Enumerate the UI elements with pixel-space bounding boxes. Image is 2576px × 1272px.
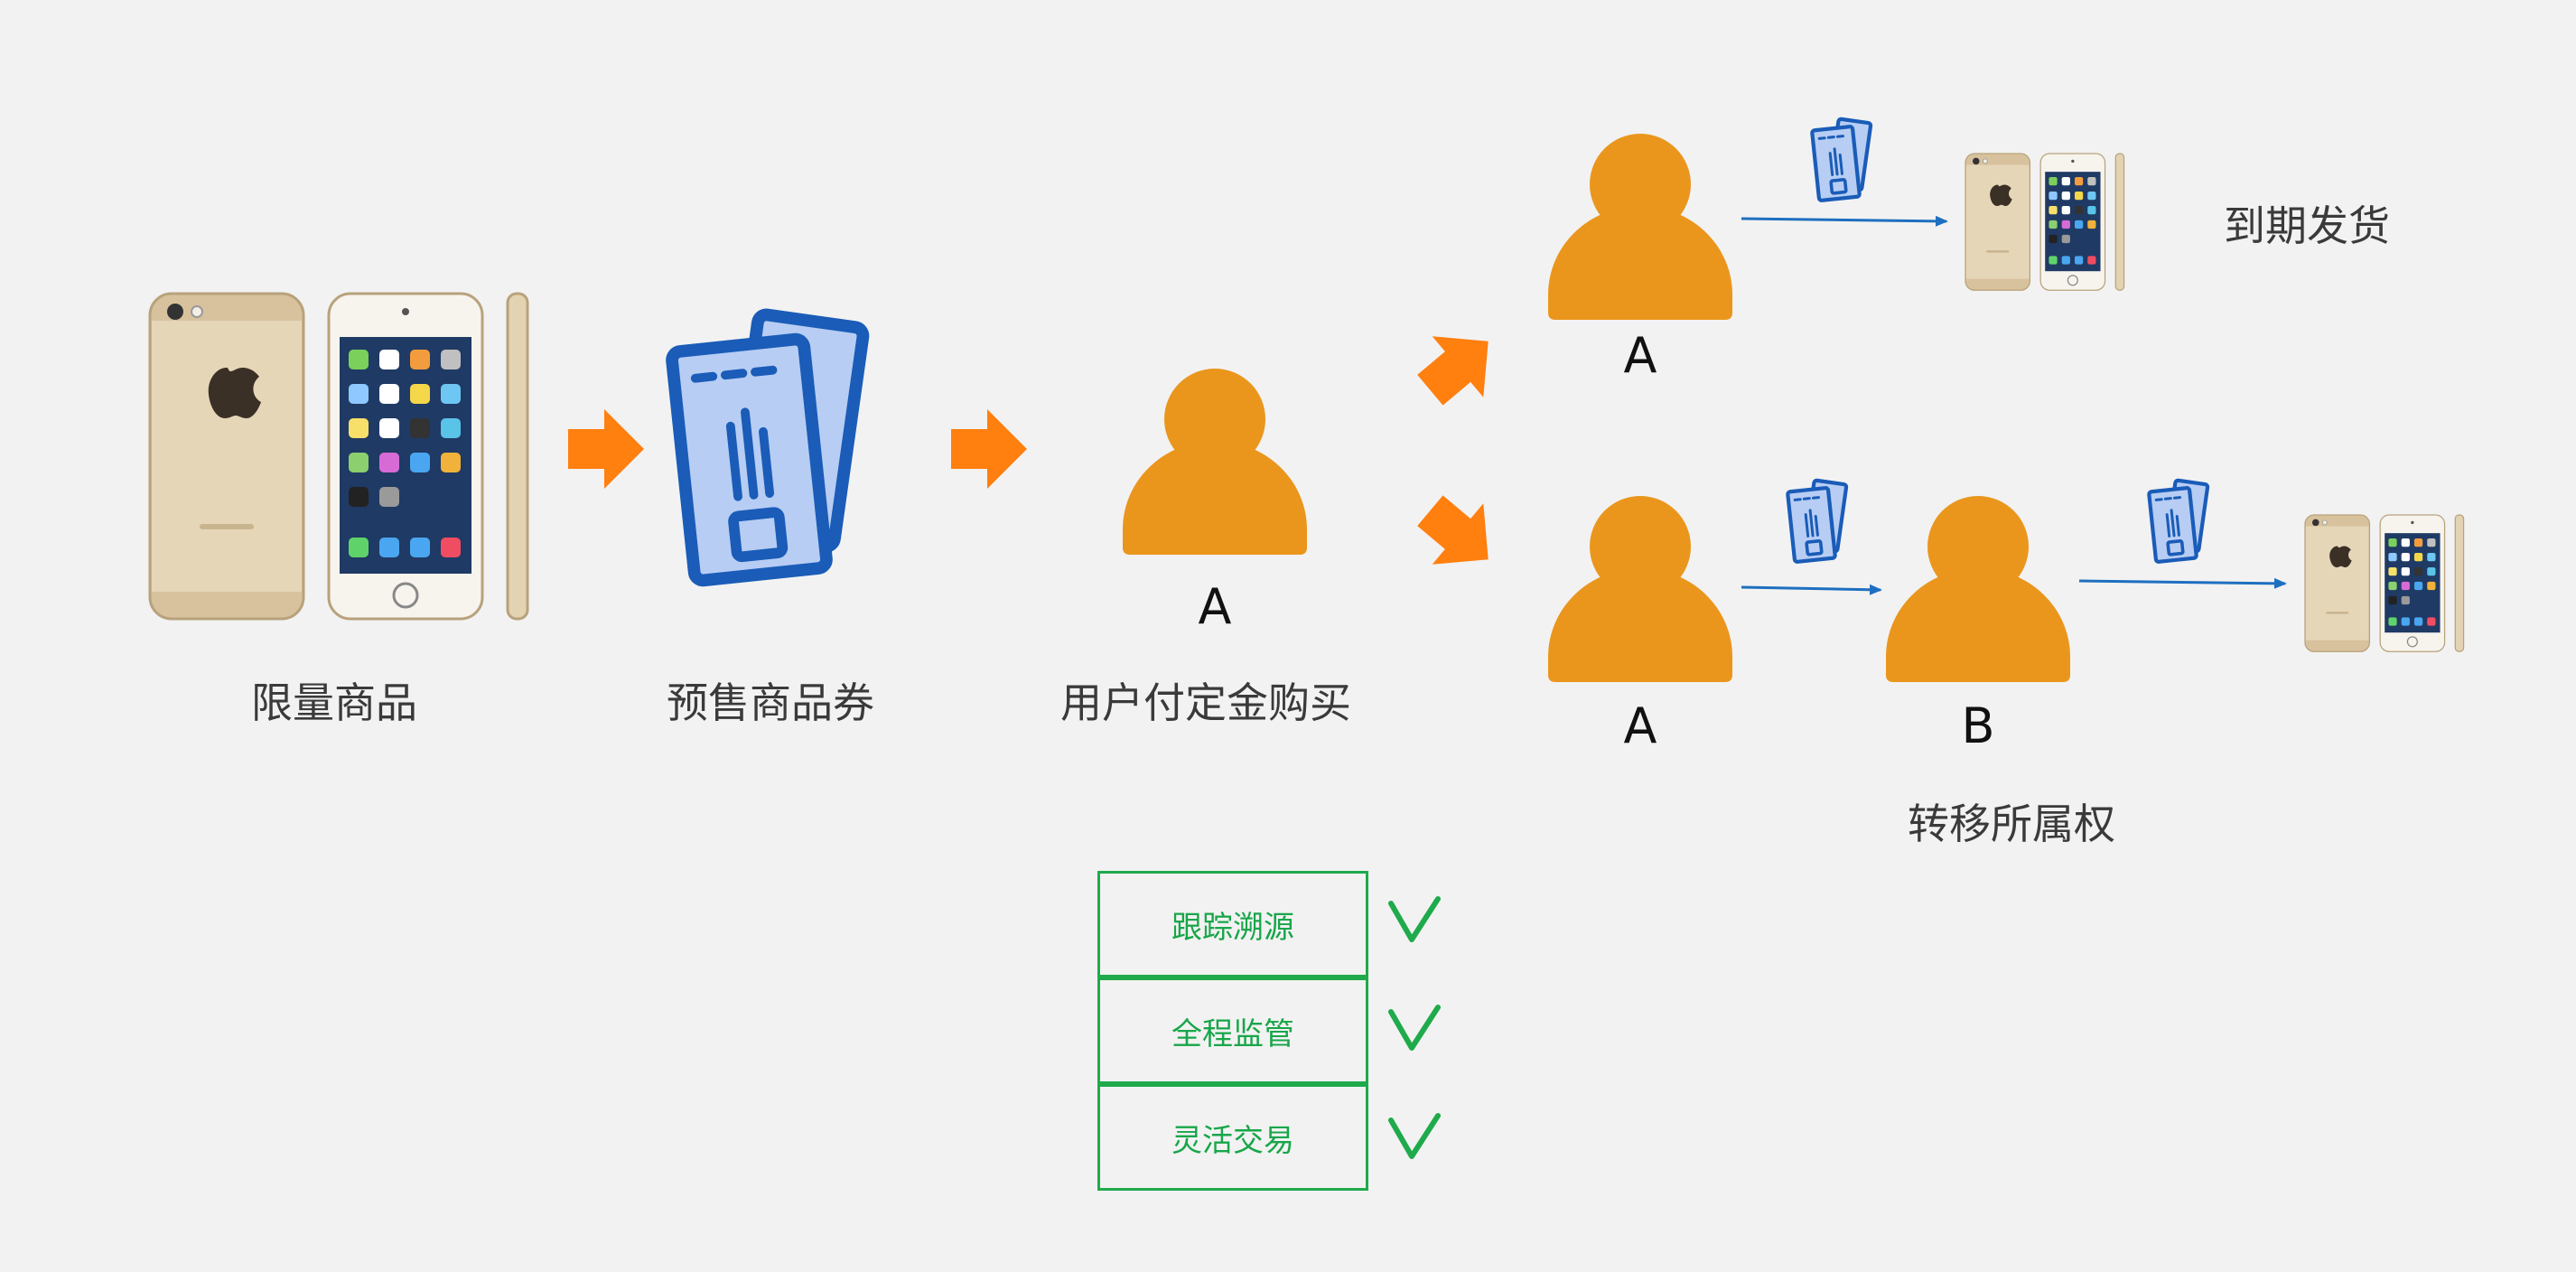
flow-arrow-1 bbox=[568, 409, 644, 489]
person-icon-bottom-left bbox=[1548, 496, 1732, 682]
small-voucher-icon-bottom-2 bbox=[2149, 480, 2207, 562]
presale-voucher-icon bbox=[671, 313, 864, 581]
blue-arrow-top bbox=[1741, 215, 1948, 227]
small-voucher-icon-top bbox=[1812, 118, 1871, 201]
caption-due-delivery: 到期发货 bbox=[2224, 201, 2390, 250]
person-label-bottom-right: B bbox=[1961, 697, 1995, 754]
person-icon-center bbox=[1123, 369, 1307, 555]
caption-user-deposit: 用户付定金购买 bbox=[1060, 678, 1351, 727]
person-icon-bottom-right bbox=[1886, 496, 2070, 682]
phone-product-image bbox=[148, 292, 529, 621]
caption-transfer-ownership: 转移所属权 bbox=[1908, 800, 2115, 848]
check-icon-3 bbox=[1388, 1113, 1441, 1159]
check-icon-2 bbox=[1388, 1005, 1441, 1051]
person-icon-top bbox=[1548, 134, 1732, 320]
caption-presale-voucher: 预售商品券 bbox=[667, 678, 874, 727]
person-label-bottom-left: A bbox=[1623, 697, 1657, 754]
flow-arrow-down-diagonal bbox=[1405, 480, 1514, 590]
check-icon-1 bbox=[1388, 896, 1441, 942]
person-label-center: A bbox=[1198, 578, 1232, 635]
feature-box-supervision: 全程监管 bbox=[1097, 977, 1368, 1084]
blue-arrow-bottom-1 bbox=[1741, 584, 1882, 595]
flow-arrow-2 bbox=[951, 409, 1027, 489]
phone-delivered-image-bottom bbox=[2304, 514, 2465, 652]
feature-box-traceability: 跟踪溯源 bbox=[1097, 871, 1368, 977]
small-voucher-icon-bottom-1 bbox=[1787, 480, 1846, 562]
phone-delivered-image-top bbox=[1965, 153, 2125, 291]
blue-arrow-bottom-2 bbox=[2078, 577, 2287, 589]
feature-box-flexible-trading: 灵活交易 bbox=[1097, 1084, 1368, 1191]
caption-limited-goods: 限量商品 bbox=[251, 678, 417, 727]
person-label-top: A bbox=[1623, 327, 1657, 384]
flow-arrow-up-diagonal bbox=[1405, 311, 1514, 421]
